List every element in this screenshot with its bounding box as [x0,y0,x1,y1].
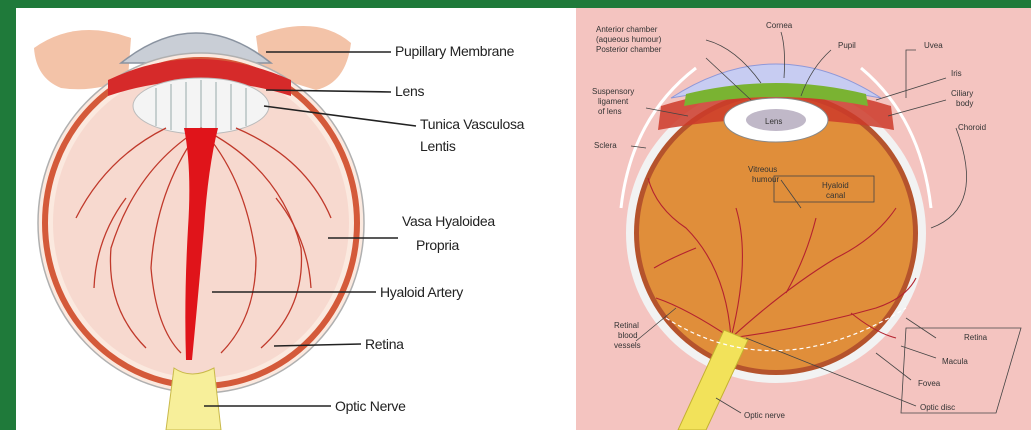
label-posterior-chamber: Posterior chamber [596,45,662,54]
label-hyaloid-artery: Hyaloid Artery [380,284,463,300]
fovea-leader [876,353,911,380]
label-canal: canal [826,191,845,200]
label-lentis: Lentis [420,138,456,154]
optic-nerve-shape [166,368,221,430]
embryonic-eye-panel: Pupillary Membrane Lens Tunica Vasculosa… [16,8,576,430]
label-optic-disc: Optic disc [920,403,955,412]
label-anterior-chamber: Anterior chamber [596,25,658,34]
label-humour: humour [752,175,779,184]
label-iris: Iris [951,69,962,78]
label-optic-nerve: Optic Nerve [335,398,406,414]
label-aqueous-humour: (aqueous humour) [596,35,662,44]
label-lens: Lens [395,83,424,99]
iris-leader [876,78,946,100]
label-fovea: Fovea [918,379,941,388]
label-retina: Retina [964,333,988,342]
label-macula: Macula [942,357,968,366]
optic-nerve-leader [716,398,741,413]
label-ligament: ligament [598,97,629,106]
label-retinal: Retinal [614,321,639,330]
label-vessels: vessels [614,341,641,350]
label-propria: Propria [416,237,460,253]
embryonic-eye-diagram: Pupillary Membrane Lens Tunica Vasculosa… [16,8,576,430]
label-cornea: Cornea [766,21,793,30]
label-frame [901,328,1021,413]
adult-eye-diagram: Anterior chamber (aqueous humour) Poster… [576,8,1031,430]
choroid-leader [931,128,967,228]
label-sclera: Sclera [594,141,617,150]
label-uvea: Uvea [924,41,943,50]
label-tunica-vasculosa: Tunica Vasculosa [420,116,525,132]
label-ciliary: Ciliary [951,89,973,98]
label-optic-nerve: Optic nerve [744,411,785,420]
label-ciliary-body: body [956,99,973,108]
adult-eye-panel: Anterior chamber (aqueous humour) Poster… [576,8,1031,430]
label-pupil: Pupil [838,41,856,50]
uvea-bracket [906,50,916,98]
label-suspensory: Suspensory [592,87,634,96]
label-pupillary-membrane: Pupillary Membrane [395,43,515,59]
label-lens: Lens [765,117,782,126]
label-hyaloid: Hyaloid [822,181,849,190]
label-blood: blood [618,331,638,340]
macula-leader [901,346,936,358]
label-retina: Retina [365,336,404,352]
sclera-leader [631,146,646,148]
label-vasa-hyaloidea: Vasa Hyaloidea [402,213,495,229]
label-vitreous: Vitreous [748,165,777,174]
label-choroid: Choroid [958,123,986,132]
label-of-lens: of lens [598,107,622,116]
